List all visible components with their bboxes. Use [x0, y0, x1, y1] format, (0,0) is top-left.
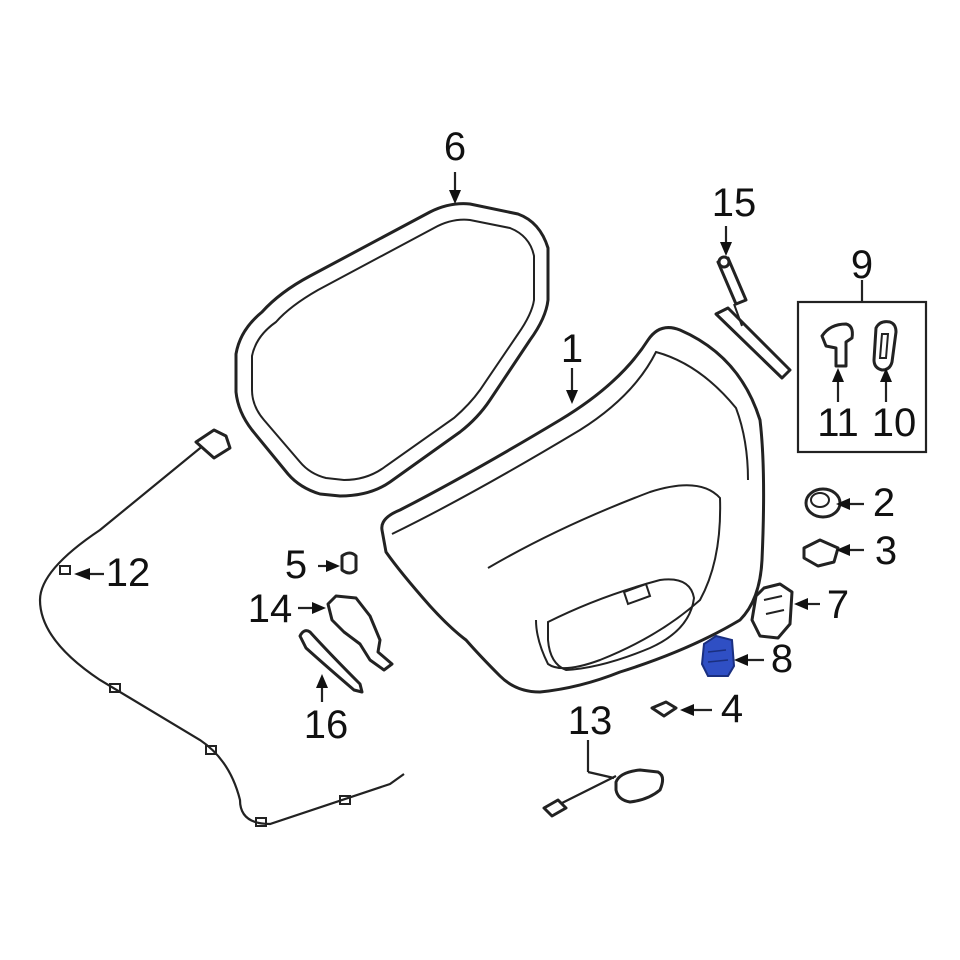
part-15-lift-strut[interactable] [714, 255, 792, 380]
callout-11: 11 [817, 401, 859, 445]
callout-15: 15 [712, 181, 757, 225]
part-8-highlighted-part[interactable] [700, 634, 736, 677]
part-5-plug[interactable] [340, 551, 358, 575]
part-7-latch[interactable] [750, 582, 794, 640]
callout-12: 12 [106, 551, 151, 595]
callout-6: 6 [444, 125, 466, 169]
callout-2: 2 [873, 481, 895, 525]
part-2-bumper[interactable] [804, 487, 842, 519]
callout-9: 9 [851, 243, 873, 287]
part-13-switch[interactable] [542, 768, 665, 818]
part-14-hinge[interactable] [326, 594, 394, 672]
callout-10: 10 [872, 401, 917, 445]
part-11-clip[interactable] [820, 322, 854, 368]
part-10-grommet[interactable] [872, 320, 898, 372]
part-4-pad[interactable] [650, 700, 678, 718]
part-16-trim[interactable] [298, 629, 364, 694]
part-9-kit-box [796, 300, 928, 454]
callout-16: 16 [304, 703, 349, 747]
part-6-weatherstrip[interactable] [234, 202, 550, 498]
part-1-trunk-lid[interactable] [380, 326, 766, 694]
callout-13: 13 [568, 699, 613, 743]
leader-lines [74, 172, 892, 780]
part-12-cable[interactable] [38, 428, 405, 827]
callout-4: 4 [721, 687, 743, 731]
callout-8: 8 [771, 637, 793, 681]
part-3-clip[interactable] [802, 538, 840, 568]
callout-3: 3 [875, 529, 897, 573]
callout-1: 1 [561, 327, 583, 371]
callout-14: 14 [248, 587, 293, 631]
callout-5: 5 [285, 543, 307, 587]
callout-7: 7 [827, 583, 849, 627]
